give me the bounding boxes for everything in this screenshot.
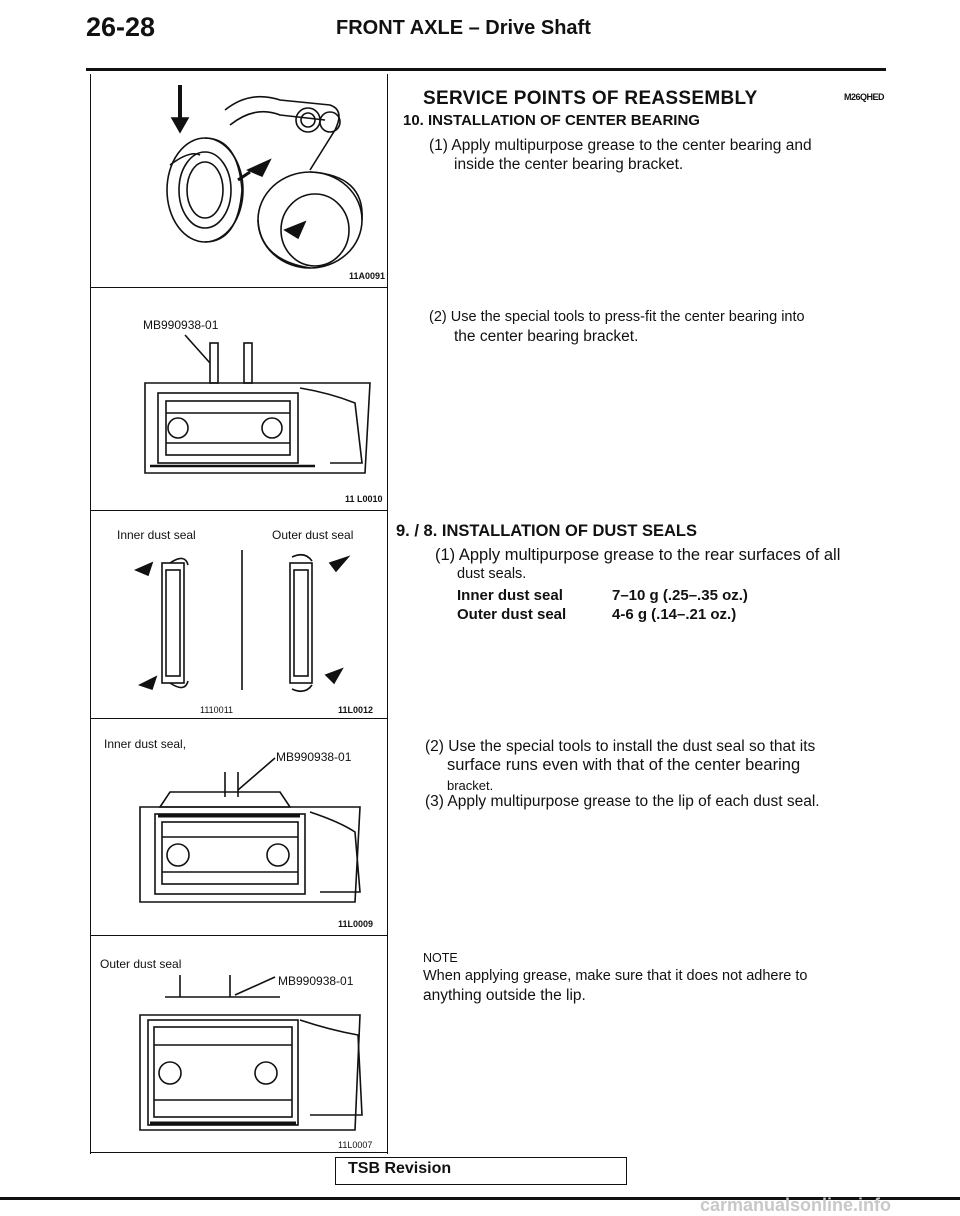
figure-divider: [90, 1152, 388, 1153]
figure-id: 11L0012: [338, 705, 374, 715]
install-inner-dust-seal-figure: [139, 757, 361, 903]
step-10-item-2-line-2: the center bearing bracket.: [454, 328, 639, 345]
note-line-2: anything outside the lip.: [423, 987, 586, 1004]
special-tool-label: MB990938-01: [143, 318, 219, 332]
install-outer-dust-seal-figure: [139, 975, 363, 1131]
figure-divider: [90, 510, 388, 511]
figure-divider: [90, 287, 388, 288]
figure-column-left-rule: [90, 74, 91, 1154]
step-10-item-2-line-1: (2) Use the special tools to press-fit t…: [429, 309, 805, 325]
figure-id: 11A0091: [349, 271, 386, 281]
special-tool-label: MB990938-01: [278, 974, 354, 988]
spec-inner-dust-seal-name: Inner dust seal: [457, 587, 563, 604]
step-9-item-2-line-1: (2) Use the special tools to install the…: [425, 738, 816, 755]
figure-id: 11L0007: [338, 1140, 373, 1150]
spec-inner-dust-seal-value: 7–10 g (.25–.35 oz.): [612, 587, 748, 604]
note-heading: NOTE: [423, 951, 458, 965]
page-title: FRONT AXLE – Drive Shaft: [336, 17, 591, 39]
figure-divider: [90, 718, 388, 719]
footer-rule: [0, 1197, 960, 1200]
step-10-item-1-line-1: (1) Apply multipurpose grease to the cen…: [429, 137, 812, 154]
step-10-item-1-line-2: inside the center bearing bracket.: [454, 156, 684, 173]
inner-dust-seal-label: Inner dust seal: [117, 528, 196, 542]
dust-seals-figure: [133, 550, 351, 693]
figure-id: 1110011: [200, 705, 234, 715]
spec-outer-dust-seal-name: Outer dust seal: [457, 606, 567, 623]
special-tool-label: MB990938-01: [276, 750, 352, 764]
inner-dust-seal-label: Inner dust seal,: [104, 737, 187, 751]
step-9-item-1-line-1: (1) Apply multipurpose grease to the rea…: [435, 546, 841, 564]
tsb-revision-label: TSB Revision: [348, 1160, 452, 1177]
spec-outer-dust-seal-value: 4-6 g (.14–.21 oz.): [612, 606, 737, 623]
step-9-8-heading: 9. / 8. INSTALLATION OF DUST SEALS: [396, 522, 697, 540]
step-9-item-2-line-2: surface runs even with that of the cente…: [447, 756, 801, 774]
section-title: SERVICE POINTS OF REASSEMBLY: [423, 88, 758, 109]
step-9-item-3: (3) Apply multipurpose grease to the lip…: [425, 793, 820, 810]
outer-dust-seal-label: Outer dust seal: [100, 957, 182, 971]
tsb-revision-box: [335, 1157, 627, 1185]
center-bearing-bracket-figure: [166, 85, 363, 269]
figure-id: 11 L0010: [345, 494, 383, 504]
figure-column-right-rule: [387, 74, 388, 1154]
header-rule: [86, 68, 886, 71]
step-9-item-1-line-2: dust seals.: [457, 566, 527, 582]
step-9-item-2-line-3: bracket.: [447, 778, 494, 793]
step-10-heading: 10. INSTALLATION OF CENTER BEARING: [403, 112, 700, 129]
press-fit-bearing-figure: [144, 334, 371, 474]
outer-dust-seal-label: Outer dust seal: [272, 528, 354, 542]
page-number: 26-28: [86, 12, 156, 42]
watermark: carmanualsonline.info: [700, 1195, 892, 1215]
note-line-1: When applying grease, make sure that it …: [423, 968, 808, 984]
figure-id: 11L0009: [338, 919, 374, 929]
section-code: M26QHED: [844, 92, 885, 102]
figure-divider: [90, 935, 388, 936]
